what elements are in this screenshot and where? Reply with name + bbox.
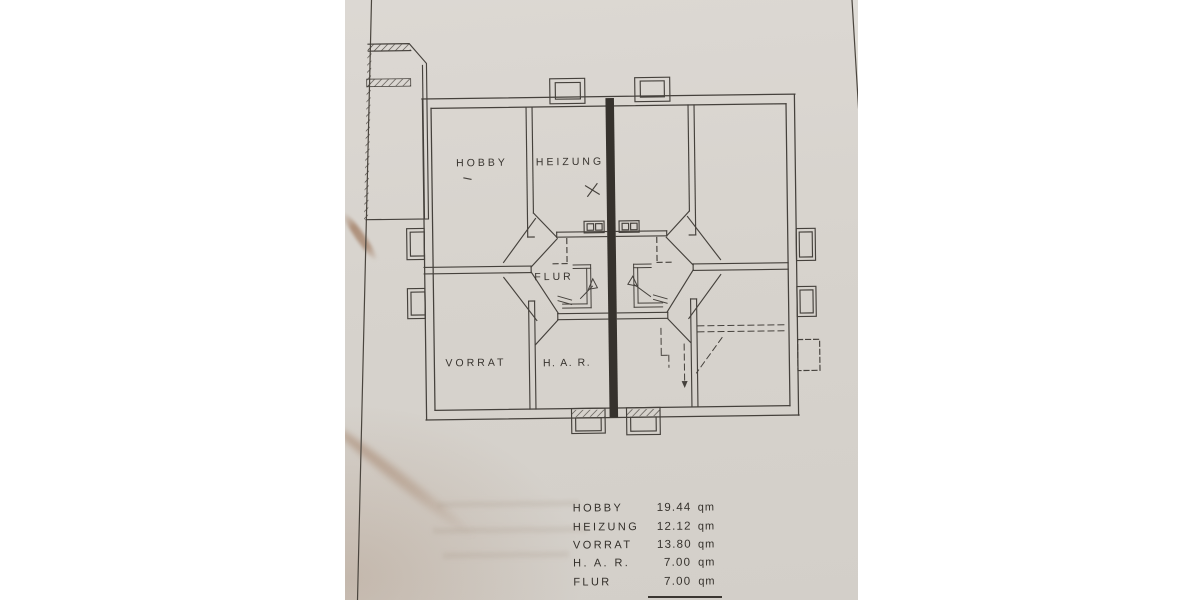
exterior-stair-structure bbox=[363, 43, 430, 221]
legend-room-name: FLUR bbox=[573, 576, 612, 589]
interior-walls-right-unit bbox=[615, 104, 789, 408]
legend-sum-line bbox=[648, 595, 722, 598]
dashed-projection-lines bbox=[660, 324, 788, 389]
legend-row: H. A. R. 7.00 qm bbox=[573, 554, 715, 574]
room-label-heizung: HEIZUNG bbox=[535, 155, 605, 169]
legend-area-value: 12.12 bbox=[656, 520, 692, 533]
legend-row: HOBBY 19.44 qm bbox=[573, 498, 715, 518]
party-wall bbox=[605, 97, 619, 418]
legend-area-value: 19.44 bbox=[656, 501, 692, 515]
legend-area-value: 7.00 bbox=[664, 575, 692, 588]
room-label-har: H. A. R. bbox=[542, 356, 592, 370]
room-label-hobby: HOBBY bbox=[456, 156, 508, 170]
legend-area-value: 7.00 bbox=[663, 556, 692, 570]
legend-area-unit: qm bbox=[697, 501, 716, 514]
legend-area-unit: qm bbox=[698, 575, 716, 588]
legend-area-unit: qm bbox=[698, 556, 716, 569]
interior-walls-left-unit bbox=[423, 106, 609, 410]
legend-room-name: H. A. R. bbox=[573, 557, 631, 570]
window-light-wells bbox=[406, 227, 821, 372]
legend-area-unit: qm bbox=[697, 538, 716, 551]
chimney-blocks bbox=[549, 76, 671, 105]
stair-right-unit bbox=[627, 263, 668, 308]
room-label-flur: FLUR bbox=[534, 270, 574, 284]
area-legend: HOBBY 19.44 qm HEIZUNG 12.12 qm VORRAT 1… bbox=[573, 498, 716, 591]
pencil-tick bbox=[463, 177, 472, 181]
legend-row: FLUR 7.00 qm bbox=[573, 572, 715, 592]
x-mark bbox=[463, 177, 601, 198]
bottom-wall-stubs bbox=[570, 406, 661, 436]
floorplan-drawing bbox=[356, 0, 858, 600]
legend-room-name: HEIZUNG bbox=[572, 520, 640, 534]
room-label-vorrat: VORRAT bbox=[445, 356, 507, 370]
legend-room-name: VORRAT bbox=[572, 539, 633, 552]
legend-area-value: 13.80 bbox=[656, 538, 692, 551]
legend-room-name: HOBBY bbox=[572, 502, 624, 515]
legend-row: HEIZUNG 12.12 qm bbox=[573, 517, 715, 537]
legend-area-unit: qm bbox=[697, 520, 716, 533]
legend-row: VORRAT 13.80 qm bbox=[573, 535, 715, 555]
stair-left-unit bbox=[557, 264, 599, 309]
